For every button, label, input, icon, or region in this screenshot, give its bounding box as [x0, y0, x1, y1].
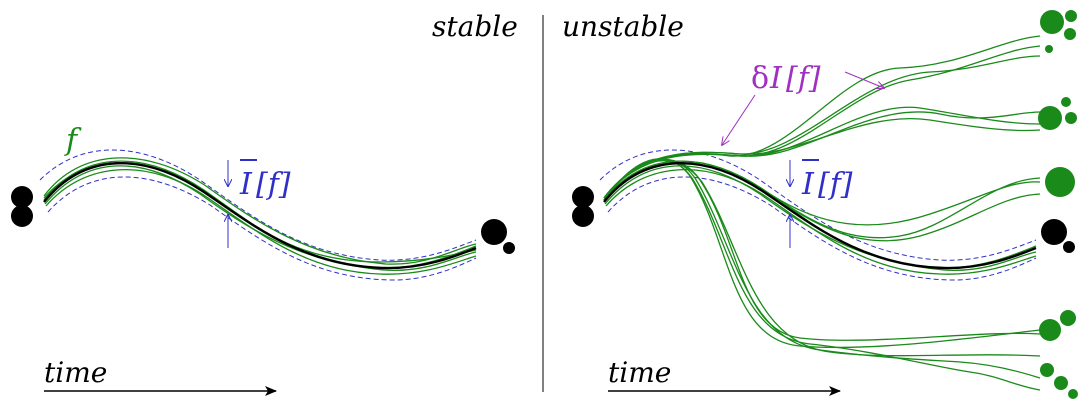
- initial-particle-bottom-right: [572, 205, 594, 227]
- unstable-title: unstable: [562, 10, 684, 43]
- stable-panel: stable f I [f] time: [11, 10, 518, 396]
- fluct-arrow-right: [844, 71, 884, 88]
- envelope-lower-right: [607, 176, 1037, 281]
- mean-trajectory: [43, 161, 477, 270]
- envelope-upper-right: [599, 149, 1037, 261]
- diverging-bottom-curves: [603, 158, 1041, 391]
- initial-particle-bottom: [11, 205, 33, 227]
- unstable-panel: unstable: [562, 10, 1078, 399]
- time-label-left: time: [44, 356, 107, 389]
- fluct-symbol: I: [769, 61, 783, 96]
- average-label-right: I [f]: [801, 159, 853, 202]
- ensemble-label: f: [64, 123, 82, 158]
- mean-trajectory-right: [603, 161, 1037, 270]
- fluct-prefix: δ: [751, 61, 769, 96]
- initial-particle-top: [11, 186, 33, 208]
- initial-particle-top-right: [572, 186, 594, 208]
- avg-symbol-right: I: [801, 167, 815, 202]
- time-label-right: time: [608, 356, 671, 389]
- final-particle-small: [503, 242, 515, 254]
- avg-symbol: I: [239, 167, 253, 202]
- envelope-upper: [39, 149, 477, 261]
- avg-argument: [f]: [256, 167, 291, 202]
- diverging-top-curves: [603, 35, 1041, 199]
- fluct-arrow-left: [722, 94, 756, 145]
- avg-argument-right: [f]: [818, 167, 853, 202]
- final-particle-small-right: [1063, 241, 1075, 253]
- final-particle-large-right: [1041, 219, 1067, 245]
- stable-title: stable: [432, 10, 518, 43]
- diverged-particles: [1038, 10, 1078, 399]
- average-label: I [f]: [239, 159, 291, 202]
- fluctuation-label: δ I [f]: [751, 61, 821, 96]
- final-particle-large: [481, 219, 507, 245]
- fluct-argument: [f]: [786, 61, 821, 96]
- envelope-lower: [47, 176, 477, 281]
